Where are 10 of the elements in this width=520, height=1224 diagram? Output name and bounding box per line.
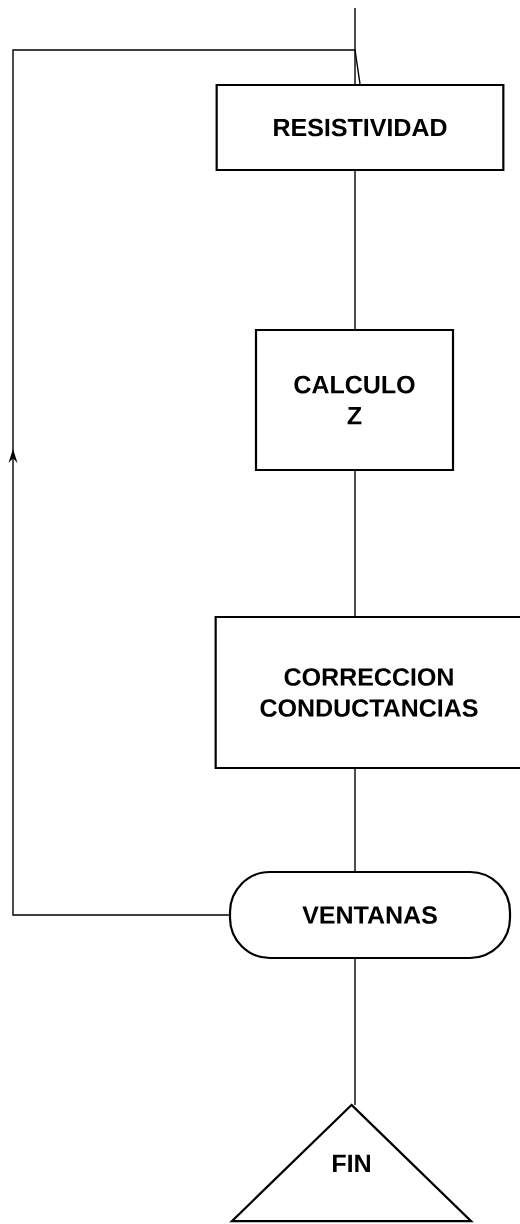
process-box: RESISTIVIDAD (215, 83, 505, 172)
connector-line (354, 170, 356, 330)
connector-line (354, 7, 356, 85)
connector-line (354, 470, 356, 617)
loop-arrow (8, 49, 361, 916)
connector-line (354, 958, 356, 1106)
process-box: CORRECCION CONDUCTANCIAS (214, 615, 520, 770)
process-box: CALCULO Z (254, 328, 455, 472)
connector-line (354, 768, 356, 872)
terminal-box: VENTANAS (228, 870, 512, 960)
